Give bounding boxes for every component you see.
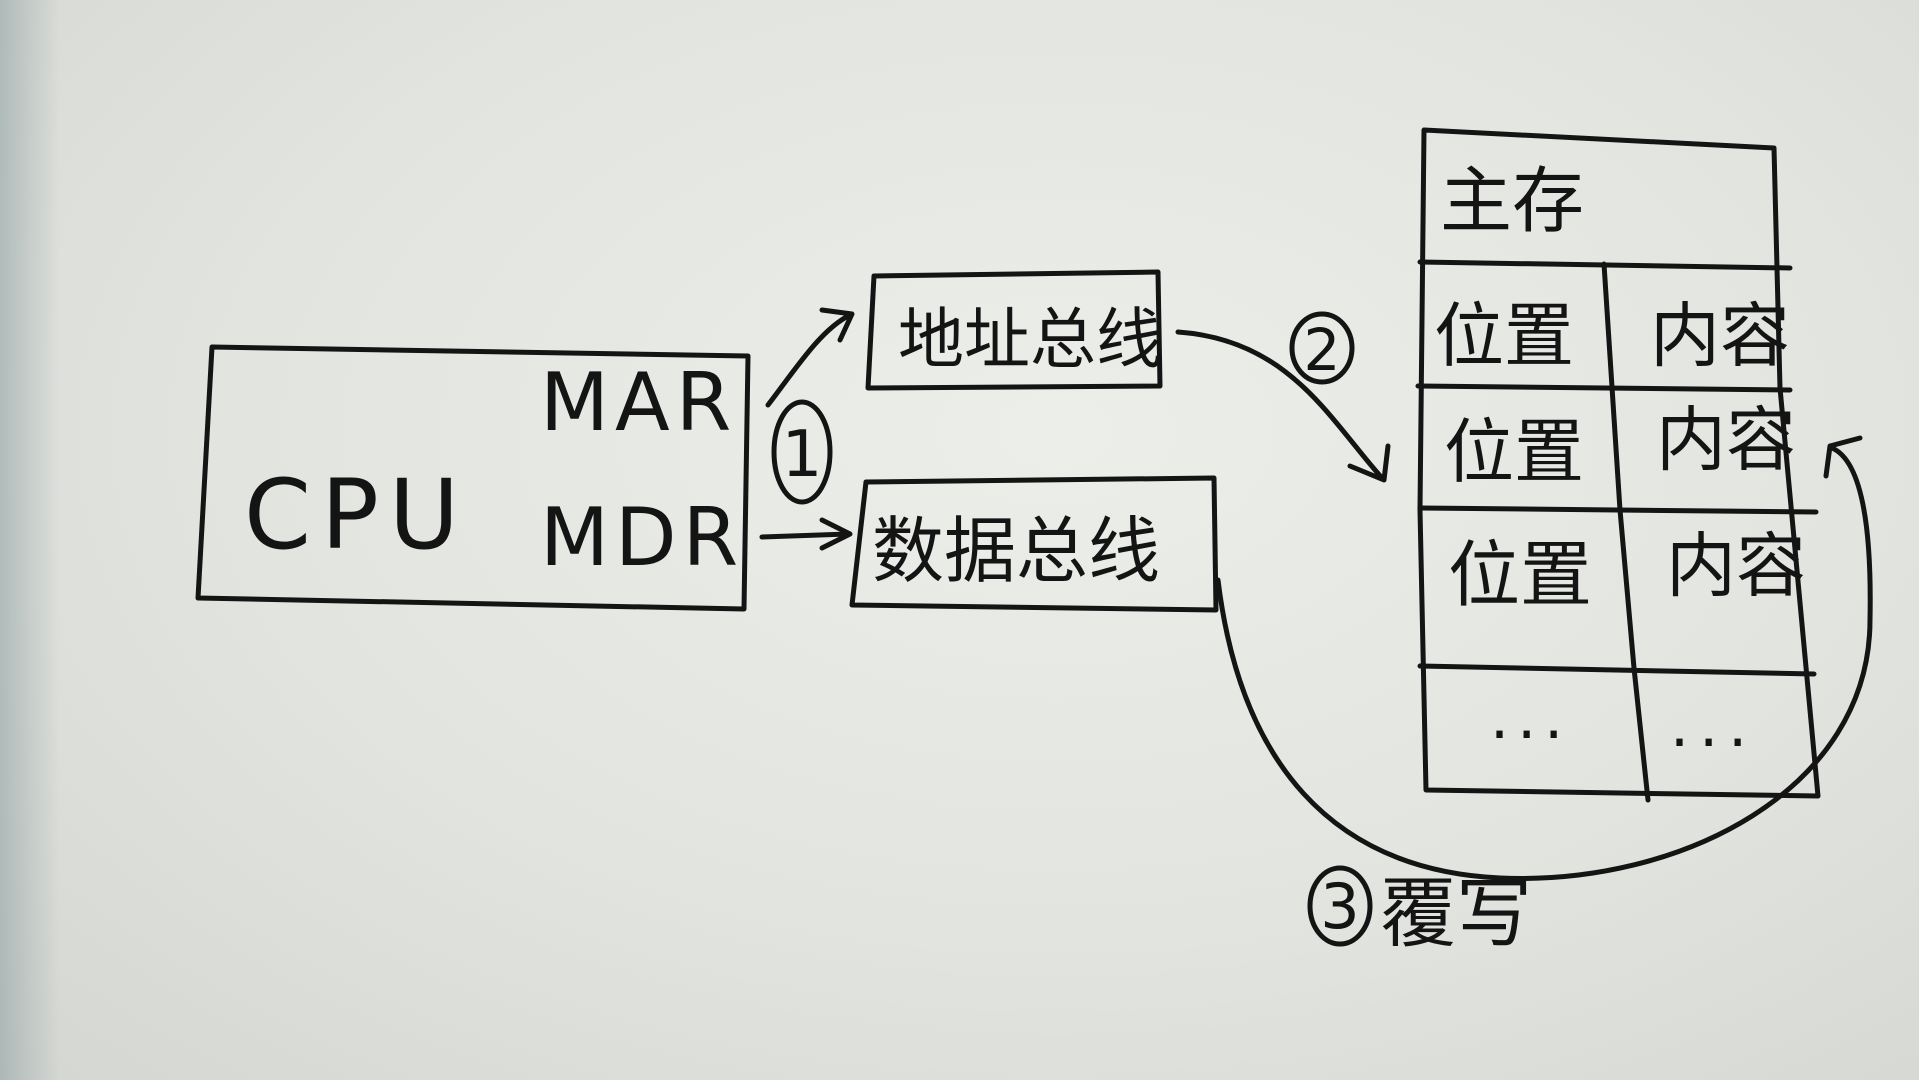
memory-column-divider — [1601, 261, 1651, 803]
step2-number: 2 — [1304, 316, 1341, 384]
memory-content-2: 内容 — [1656, 399, 1796, 481]
cpu-label: CPU — [244, 459, 469, 571]
memory-location-4: ... — [1490, 683, 1571, 753]
data-bus-to-memory-overwrite-arrow — [1215, 435, 1873, 881]
memory-title: 主存 — [1440, 159, 1584, 243]
step2-circle — [1289, 311, 1355, 385]
address-bus-block: 地址总线 — [865, 269, 1163, 391]
memory-location-1: 位置 — [1434, 295, 1574, 377]
address-bus-to-memory-arrow — [1175, 329, 1391, 483]
mdr-label: MDR — [540, 491, 744, 584]
cpu-to-data-bus-arrow — [759, 517, 853, 551]
step1-number: 1 — [782, 418, 823, 492]
data-bus-box — [849, 475, 1219, 613]
data-bus-label: 数据总线 — [872, 509, 1160, 593]
step1-circle — [771, 399, 833, 505]
step3-number: 3 — [1320, 870, 1359, 943]
memory-row-divider-1 — [1415, 383, 1793, 393]
memory-content-1: 内容 — [1650, 295, 1790, 377]
cpu-to-address-bus-arrow — [765, 307, 855, 408]
paper-edge-shadow — [0, 0, 60, 1080]
address-bus-box — [865, 269, 1163, 391]
step3-text: 覆写 — [1380, 869, 1532, 958]
memory-row-divider-3 — [1417, 663, 1817, 677]
cpu-box — [195, 344, 751, 612]
memory-location-2: 位置 — [1444, 411, 1584, 493]
cpu-block: CPU MAR MDR — [195, 344, 751, 612]
memory-location-3: 位置 — [1448, 533, 1592, 617]
mar-label: MAR — [540, 356, 737, 449]
memory-content-4: ... — [1670, 691, 1757, 761]
step2-marker: 2 — [1289, 311, 1355, 385]
step3-marker: 3 覆写 — [1307, 865, 1532, 958]
data-bus-block: 数据总线 — [849, 475, 1219, 613]
step3-circle — [1307, 865, 1373, 947]
step1-marker: 1 — [771, 399, 833, 505]
memory-content-3: 内容 — [1666, 525, 1806, 607]
address-bus-label: 地址总线 — [898, 301, 1162, 378]
main-memory-block: 主存 位置 内容 位置 内容 位置 内容 ... ... — [1415, 127, 1821, 803]
